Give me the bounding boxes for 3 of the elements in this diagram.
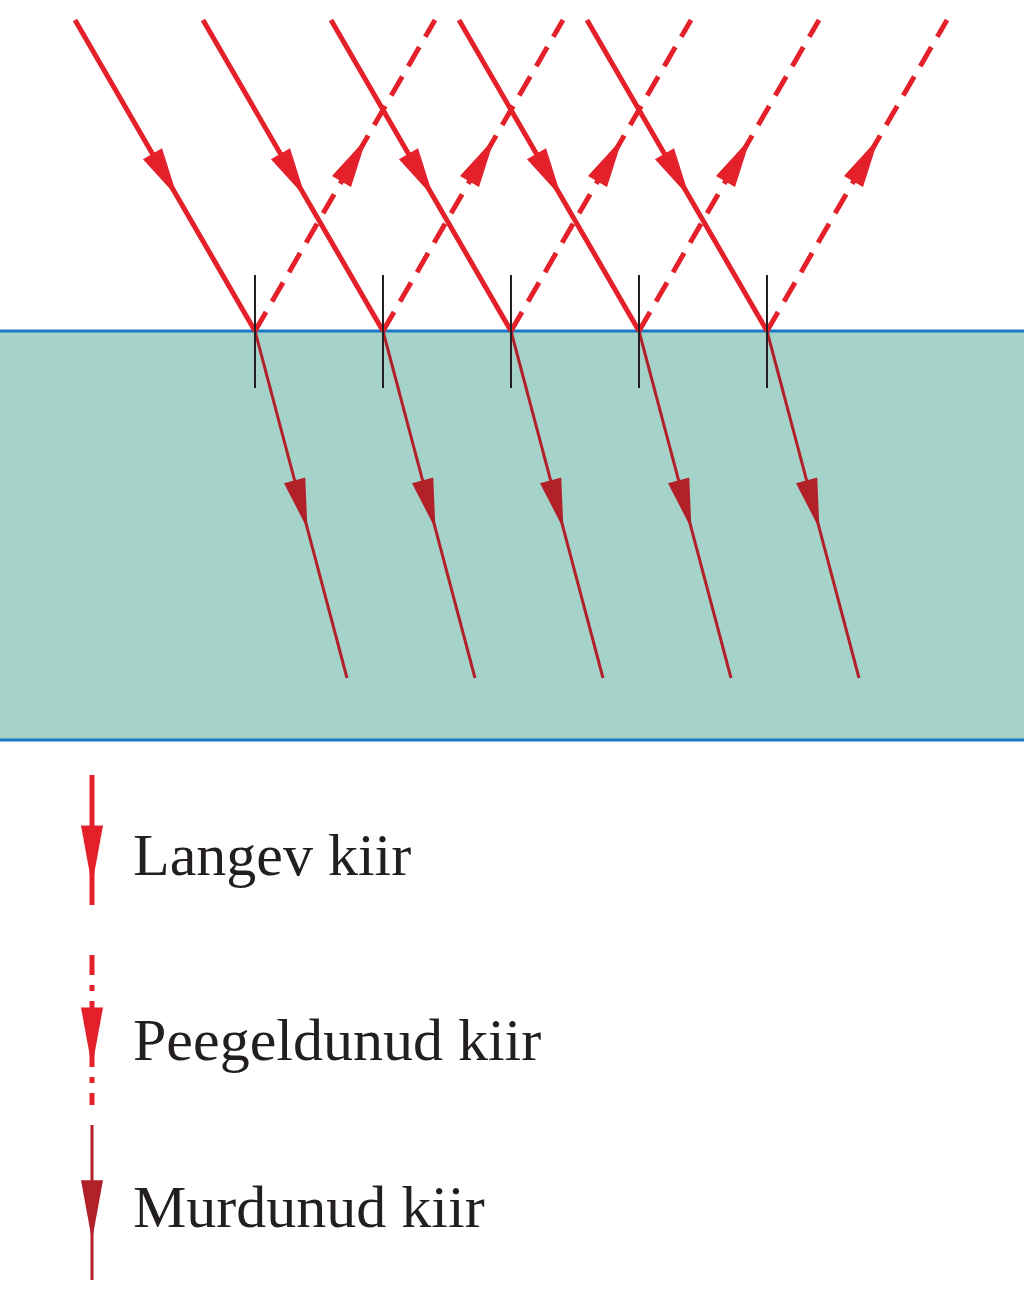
legend-label: Peegeldunud kiir (133, 1006, 542, 1075)
legend-label: Murdunud kiir (133, 1173, 485, 1242)
legend-label: Langev kiir (133, 821, 412, 890)
